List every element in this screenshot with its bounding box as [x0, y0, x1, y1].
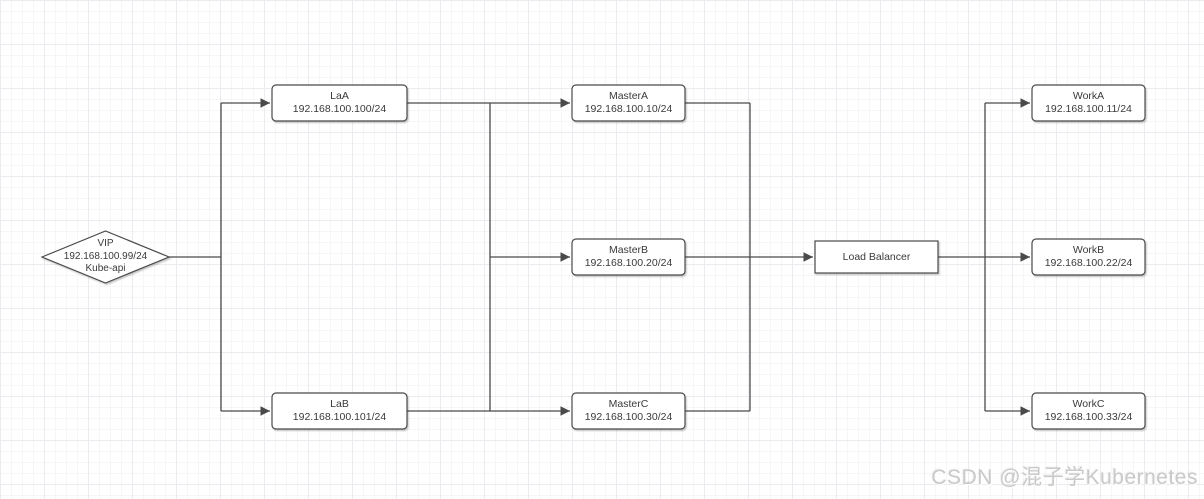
node-work-b [1031, 238, 1146, 276]
node-work-a [1031, 84, 1146, 122]
node-master-c [571, 392, 686, 430]
csdn-watermark: CSDN @混子学Kubernetes [931, 466, 1198, 489]
node-lab [271, 392, 408, 430]
node-master-a [571, 84, 686, 122]
edge-group [169, 98, 1030, 416]
node-laa [271, 84, 408, 122]
node-vip [40, 230, 171, 284]
node-shape-group [40, 84, 1146, 430]
node-work-c [1031, 392, 1146, 430]
node-load-balancer [814, 240, 939, 274]
node-master-b [571, 238, 686, 276]
